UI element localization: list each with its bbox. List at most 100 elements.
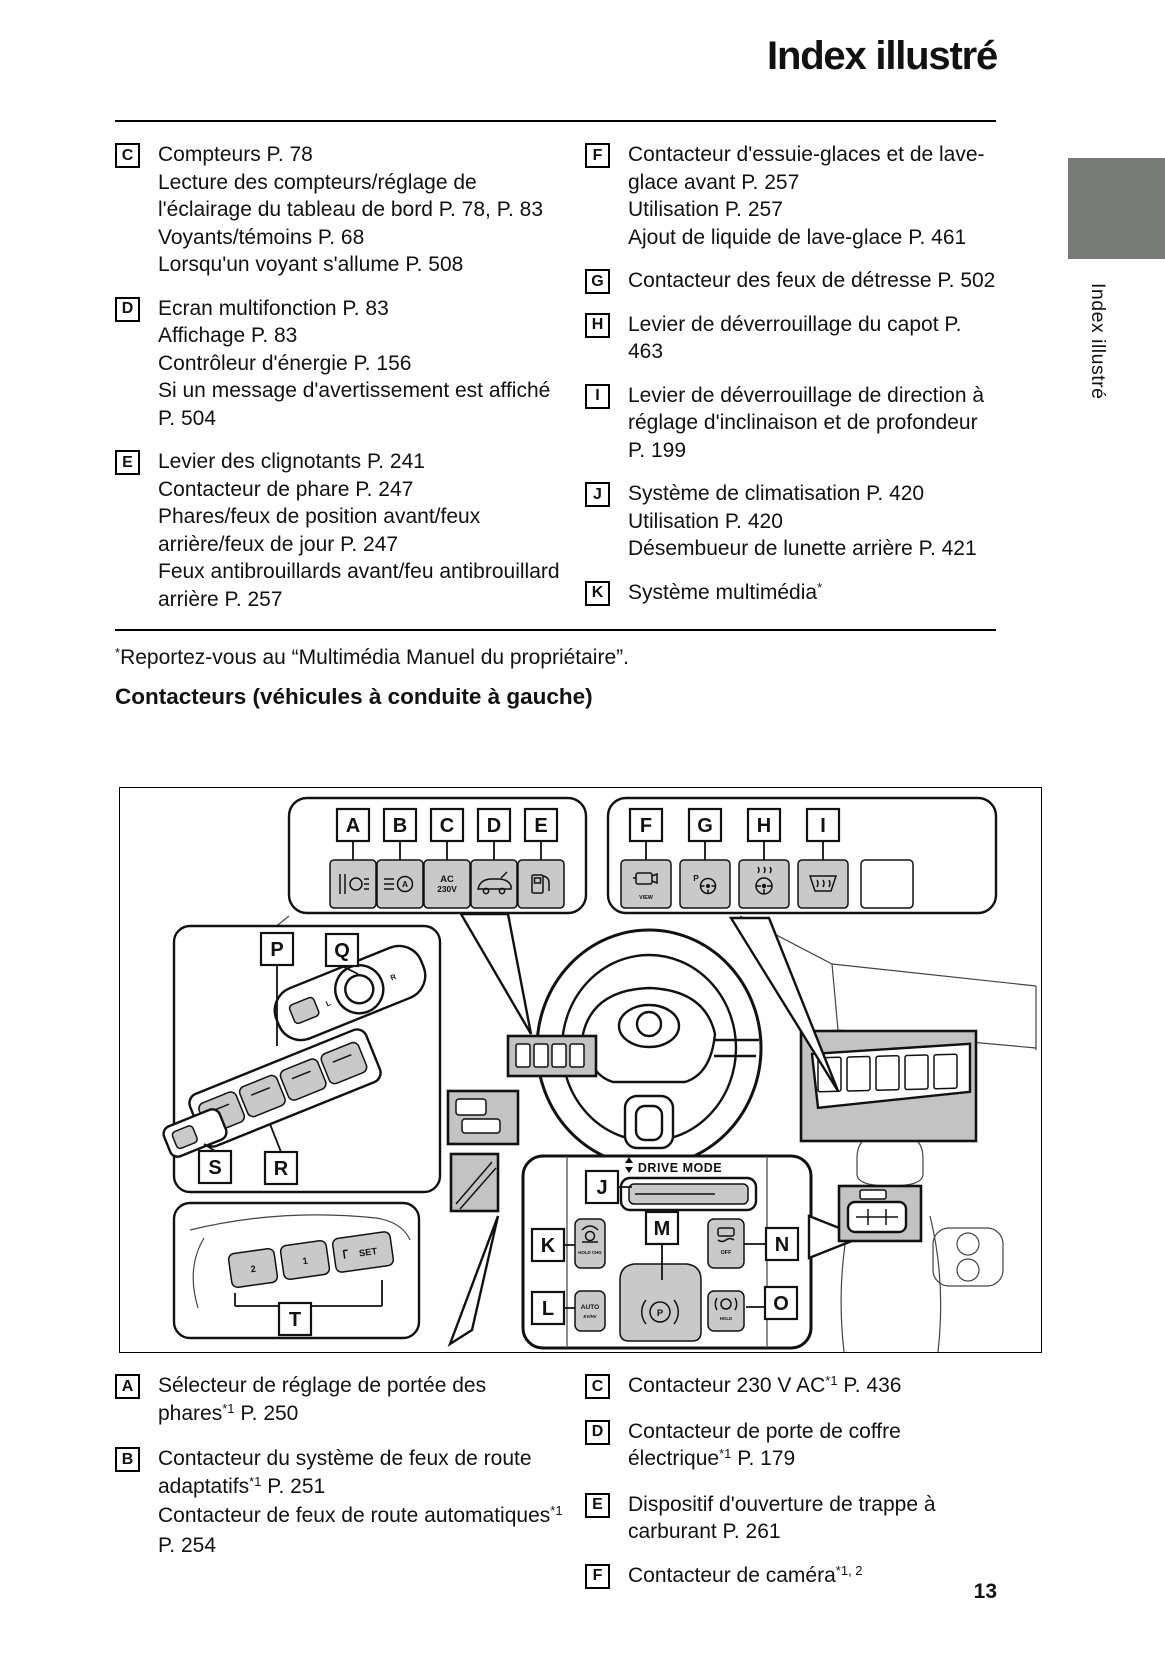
index-entry: I Levier de déverrouillage de direction à… (585, 382, 999, 465)
heated-steering-icon (755, 866, 773, 895)
svg-text:SET: SET (358, 1245, 378, 1258)
svg-text:K: K (541, 1235, 556, 1257)
cockpit-diagram: A AC 230V A B C D (162, 796, 1037, 1352)
index-entry: F Contacteur d'essuie-glaces et de lave-g… (585, 141, 999, 251)
entry-letter-badge: A (115, 1374, 140, 1399)
entry-main-line: Ecran multifonction P. 83 (158, 296, 389, 320)
figure-callout-r: R (263, 1150, 299, 1186)
traction-off-switch: OFF (707, 1218, 745, 1269)
entry-main-line: Contacteur du système de feux de route a… (158, 1447, 532, 1498)
entry-sub-line: Voyants/témoins P. 68 (158, 225, 365, 249)
index-entry: F Contacteur de caméra*1, 2 (585, 1562, 1007, 1592)
windshield-defroster-switch (797, 859, 849, 909)
svg-text:E: E (534, 815, 547, 837)
figure-callout-f: F (628, 807, 664, 843)
headlight-level-switch (329, 859, 377, 909)
svg-text:S: S (208, 1157, 221, 1179)
parking-assist-icon: P (693, 873, 717, 895)
entry-main-line: Contacteur 230 V AC*1 P. 436 (628, 1373, 902, 1397)
superscript-ref: * (817, 579, 823, 595)
svg-text:H: H (757, 815, 771, 837)
entry-sub-line: Phares/feux de position avant/feux arriè… (158, 505, 481, 556)
auto-high-beam-icon: A (384, 875, 414, 893)
svg-text:L: L (324, 998, 332, 1008)
entry-main-line: Système de climatisation P. 420 (628, 482, 925, 505)
svg-text:1: 1 (302, 1255, 309, 1267)
drive-mode-label: DRIVE MODE (638, 1161, 722, 1175)
entry-main-line: Sélecteur de réglage de portée des phare… (158, 1374, 487, 1425)
pointer-wedge-right (728, 916, 840, 1092)
camera-view-switch: VIEW (620, 859, 672, 909)
svg-text:VIEW: VIEW (639, 895, 654, 901)
entry-text: Contacteur des feux de détresse P. 502 (628, 267, 995, 295)
footnote-text: Reportez-vous au “Multimédia Manuel du p… (120, 646, 629, 669)
auto-ev-hv-switch: AUTO EV/HV (574, 1290, 606, 1332)
entry-sub-line: Utilisation P. 257 (628, 198, 783, 221)
top-left-switch-panel: A AC 230V A B C D (287, 796, 588, 915)
entry-main-line: Levier de déverrouillage du capot P. 463 (628, 312, 962, 364)
updown-arrow-icon (625, 1157, 633, 1173)
figure-callout-e: E (523, 807, 559, 843)
svg-text:OFF: OFF (721, 1250, 732, 1256)
entry-sub-line: Utilisation P. 420 (628, 509, 783, 533)
entry-sub-line: Lorsqu'un voyant s'allume P. 508 (158, 253, 464, 276)
entry-letter-badge: D (115, 296, 140, 322)
superscript-ref: *1 (550, 1503, 563, 1518)
svg-text:230V: 230V (437, 884, 457, 894)
entry-main-line: Contacteur d'essuie-glaces et de lave-gl… (628, 143, 985, 194)
entry-text: Contacteur de caméra*1, 2 (628, 1562, 863, 1592)
windshield-defroster-icon (808, 875, 838, 892)
seat-memory-panel: 2 1 SET T (172, 1201, 421, 1340)
pointer-wedge-bottom (447, 1215, 500, 1347)
ac-outlet-switch: AC 230V (423, 859, 471, 909)
superscript-ref: *1 (719, 1446, 732, 1461)
shifter-highlight (837, 1184, 923, 1243)
entry-letter-badge: I (585, 383, 610, 409)
entry-main-line: Levier de déverrouillage de direction à … (628, 383, 985, 462)
fuel-lid-icon (531, 874, 550, 894)
svg-text:HOLD CHG: HOLD CHG (578, 1250, 602, 1255)
figure-callout-c: C (429, 807, 465, 843)
hold-chg-switch: HOLD CHG (574, 1218, 606, 1269)
figure-callout-a: A (335, 807, 371, 843)
figure-callout-s: S (197, 1149, 233, 1185)
svg-text:R: R (274, 1158, 289, 1180)
figure-callout-t: T (277, 1301, 313, 1337)
svg-text:M: M (654, 1218, 671, 1240)
entry-letter-badge: F (585, 1563, 610, 1589)
svg-text:R: R (389, 972, 398, 983)
svg-text:AUTO: AUTO (581, 1304, 600, 1311)
pointer-wedge-left (458, 912, 533, 1035)
door-area-highlight (449, 1152, 500, 1213)
index-list-bottom-left: A Sélecteur de réglage de portée des phar… (115, 1372, 567, 1575)
entry-letter-badge: F (585, 143, 610, 168)
svg-text:T: T (289, 1309, 301, 1331)
entry-text: Dispositif d'ouverture de trappe à carbu… (628, 1491, 1007, 1546)
figure-callout-k: K (530, 1227, 566, 1263)
page-title: Index illustré (767, 34, 998, 78)
svg-text:P: P (693, 873, 699, 883)
entry-text: Contacteur de porte de coffre électrique… (628, 1418, 1007, 1475)
svg-text:N: N (775, 1234, 789, 1256)
entry-sub-line: Feux antibrouillards avant/feu antibroui… (158, 560, 560, 611)
svg-text:F: F (640, 815, 652, 837)
figure-callout-l: L (530, 1290, 566, 1326)
entry-sub-line: Contacteur de phare P. 247 (158, 477, 414, 501)
entry-letter-badge: E (585, 1492, 610, 1518)
entry-main-line: Contacteur de porte de coffre électrique… (628, 1419, 901, 1471)
blank-switch-slot (860, 859, 914, 909)
svg-text:A: A (346, 815, 360, 837)
figure-callout-b: B (382, 807, 418, 843)
entry-main-line: Contacteur des feux de détresse P. 502 (628, 269, 996, 292)
superscript-ref: *1 (222, 1400, 235, 1416)
